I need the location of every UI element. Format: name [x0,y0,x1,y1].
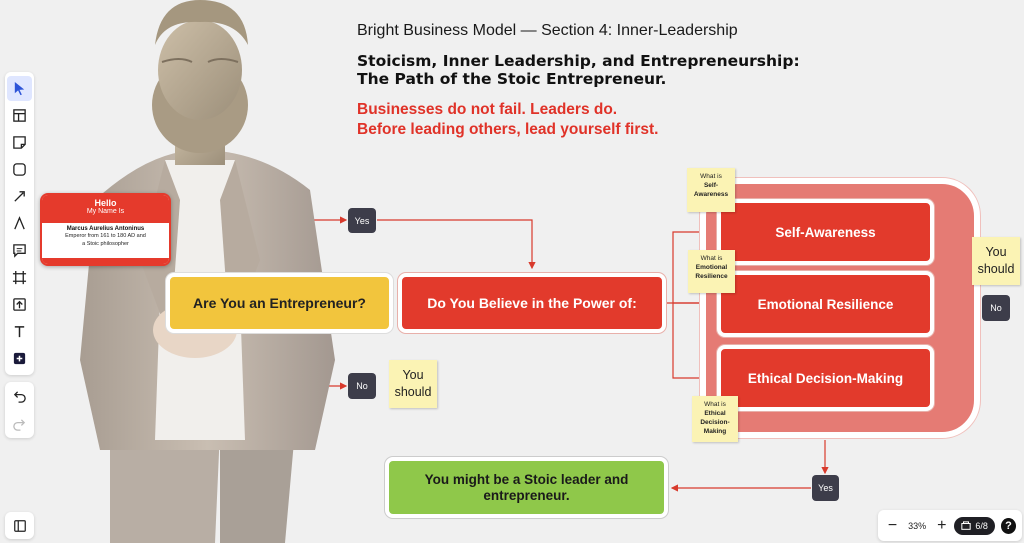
pen-icon[interactable] [7,211,32,236]
trait-ethical-decision-making[interactable]: Ethical Decision-Making [717,345,934,411]
connector-arrow-icon[interactable] [7,184,32,209]
stoic-leader-result-box[interactable]: You might be a Stoic leader and entrepre… [385,457,668,518]
nametag-my-name-is: My Name Is [86,208,125,215]
sticky-term: Emotional [695,264,728,271]
sticky-you: You [985,245,1007,259]
main-title-line2: The Path of the Stoic Entrepreneur. [357,70,667,88]
sticky-what-is: What is [704,401,726,408]
zoom-in-button[interactable]: + [937,516,947,534]
connector-yes-believe [377,219,536,270]
sticky-term: Making [703,428,727,435]
nametag-bottom-strip [42,258,169,264]
nametag-name: Marcus Aurelius Antoninus [66,226,145,232]
sticky-you-should-2[interactable]: You should [972,237,1020,285]
slides-icon [961,520,972,530]
sticky-what-is: What is [700,173,722,180]
page-navigator[interactable]: 6/8 [954,516,995,535]
nametag-desc-line1: Emperor from 161 to 180 AD and [65,233,146,239]
no-badge-entrepreneur[interactable]: No [348,373,376,399]
zoom-out-button[interactable]: − [887,516,898,534]
select-arrow-icon[interactable] [7,76,32,101]
tagline-line1: Businesses do not fail. Leaders do. [357,101,618,118]
text-icon[interactable] [7,319,32,344]
sticky-term: Ethical [704,410,726,417]
sticky-what-is-self-awareness[interactable]: What is Self- Awareness [687,168,735,212]
more-tools-icon[interactable] [7,346,32,371]
trait-emotional-resilience[interactable]: Emotional Resilience [717,271,934,337]
sticky-what-is-ethical-decision-making[interactable]: What is Ethical Decision- Making [692,396,738,442]
template-icon[interactable] [7,103,32,128]
main-title[interactable]: Stoicism, Inner Leadership, and Entrepre… [357,52,800,88]
sticky-you-should-1[interactable]: You should [389,360,437,408]
nametag-hello: Hello [94,198,117,208]
sticky-term: Resilience [695,273,728,280]
sidebar-panel-icon[interactable] [5,512,34,539]
shape-icon[interactable] [7,157,32,182]
comment-icon[interactable] [7,238,32,263]
undo-icon[interactable] [7,384,32,409]
sticky-should: should [394,385,432,399]
name-tag[interactable]: Hello My Name Is Marcus Aurelius Antonin… [40,193,171,266]
sticky-note-icon[interactable] [7,130,32,155]
sticky-what-is: What is [700,255,723,262]
nametag-desc-line2: a Stoic philosopher [82,241,129,247]
history-controls [5,382,34,438]
tagline-line2: Before leading others, lead yourself fir… [357,121,659,138]
sticky-term: Decision- [700,419,730,426]
entrepreneur-question-box[interactable]: Are You an Entrepreneur? [166,273,393,333]
sticky-you: You [402,368,424,382]
redo-icon[interactable] [7,412,32,437]
upload-icon[interactable] [7,292,32,317]
frame-icon[interactable] [7,265,32,290]
tagline[interactable]: Businesses do not fail. Leaders do. Befo… [357,100,658,140]
yes-badge-entrepreneur[interactable]: Yes [348,208,376,233]
sticky-term: Self- [703,182,719,189]
no-badge-traits[interactable]: No [982,295,1010,321]
sticky-what-is-emotional-resilience[interactable]: What is Emotional Resilience [688,250,735,293]
section-title[interactable]: Bright Business Model — Section 4: Inner… [357,22,738,39]
zoom-bar: − 33% + 6/8 ? [878,510,1022,541]
yes-badge-traits[interactable]: Yes [812,475,839,501]
zoom-level[interactable]: 33% [908,520,927,531]
page-indicator: 6/8 [975,520,988,531]
main-title-line1: Stoicism, Inner Leadership, and Entrepre… [357,52,800,70]
trait-self-awareness[interactable]: Self-Awareness [717,199,934,265]
believe-power-box[interactable]: Do You Believe in the Power of: [398,273,666,333]
marcus-aurelius-statue-image [80,0,335,543]
left-toolbar [5,72,34,375]
sticky-term: Awareness [693,191,729,198]
help-button[interactable]: ? [1000,517,1017,534]
sticky-should: should [977,262,1015,276]
